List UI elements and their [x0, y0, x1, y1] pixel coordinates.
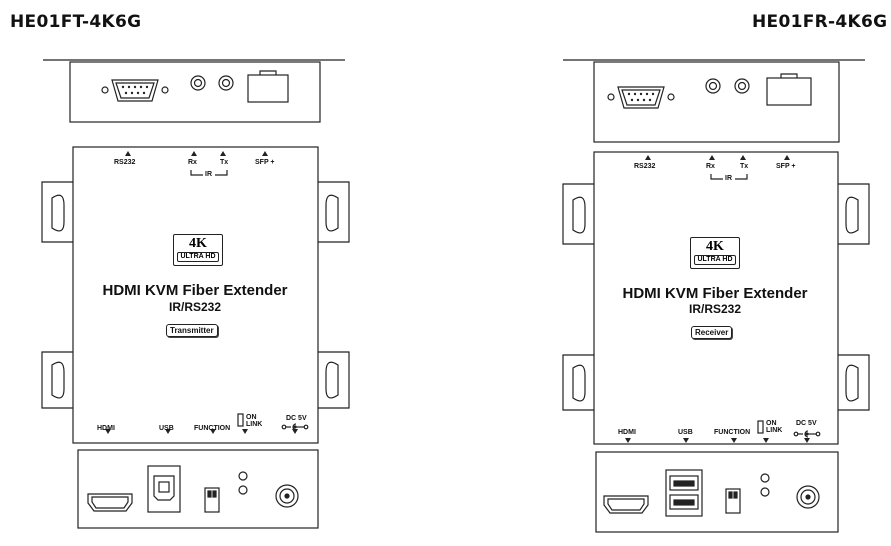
receiver-model-title: HE01FR-4K6G — [752, 12, 888, 32]
led-marker-icon — [763, 438, 769, 443]
rear-panel — [593, 61, 840, 143]
dc-polarity-icon — [281, 423, 309, 431]
link-label: LINK — [246, 421, 263, 428]
led-indicator-symbol — [757, 420, 764, 434]
led-lights-icon — [760, 473, 770, 497]
ir-bracket — [190, 170, 228, 176]
rs232-marker-icon — [125, 151, 131, 156]
receiver-drawing — [562, 59, 870, 533]
hdmi-marker-icon — [625, 438, 631, 443]
ir-label: IR — [725, 175, 732, 182]
hdmi-port-icon — [87, 493, 133, 512]
role-badge: Transmitter — [166, 324, 218, 337]
product-name: HDMI KVM Fiber Extender — [102, 282, 288, 299]
sfp-label: SFP + — [255, 159, 275, 166]
usb-label: USB — [678, 429, 693, 436]
function-marker-icon — [210, 429, 216, 434]
product-subname: IR/RS232 — [168, 300, 222, 314]
dc-marker-icon — [292, 429, 298, 434]
product-subname: IR/RS232 — [688, 302, 742, 316]
device-body — [72, 146, 319, 444]
usb-b-port-icon — [147, 465, 181, 513]
front-panel — [77, 449, 319, 529]
rx-label: Rx — [188, 159, 197, 166]
rx-marker-icon — [191, 151, 197, 156]
hdmi-label: HDMI — [97, 425, 115, 432]
left-bottom-mount-ear — [41, 351, 73, 409]
4k-text: 4K — [189, 236, 207, 251]
4k-ultra-hd-logo: 4K ULTRA HD — [173, 234, 223, 266]
rx-marker-icon — [709, 155, 715, 160]
function-label: FUNCTION — [194, 425, 231, 432]
right-bottom-mount-ear — [318, 351, 350, 409]
sfp-marker-icon — [262, 151, 268, 156]
ir-rx-jack-icon — [705, 78, 721, 94]
transmitter-drawing — [41, 59, 350, 529]
tx-label: Tx — [740, 163, 749, 170]
transmitter-model-title: HE01FT-4K6G — [10, 12, 142, 32]
tx-label: Tx — [220, 159, 229, 166]
left-top-mount-ear — [562, 183, 594, 245]
rs232-label: RS232 — [634, 163, 656, 170]
ir-tx-jack-icon — [218, 75, 234, 91]
led-lights-icon — [238, 471, 248, 495]
rx-label: Rx — [706, 163, 715, 170]
receiver-diagram: RS232 Rx Tx IR SFP + 4K ULTRA HD HDMI KV… — [560, 0, 870, 546]
ultra-hd-text: ULTRA HD — [177, 252, 219, 262]
dc-marker-icon — [804, 438, 810, 443]
rs232-label: RS232 — [114, 159, 136, 166]
rear-panel — [69, 61, 321, 123]
on-label: ON — [766, 420, 777, 427]
ultra-hd-text: ULTRA HD — [694, 255, 736, 265]
hdmi-marker-icon — [105, 429, 111, 434]
4k-text: 4K — [706, 239, 724, 254]
ir-tx-jack-icon — [734, 78, 750, 94]
product-name: HDMI KVM Fiber Extender — [622, 285, 808, 302]
ir-label: IR — [205, 171, 212, 178]
function-switch-icon — [204, 487, 220, 513]
on-label: ON — [246, 414, 257, 421]
role-badge: Receiver — [691, 326, 733, 339]
function-marker-icon — [731, 438, 737, 443]
left-bottom-mount-ear — [562, 354, 594, 411]
rs232-db9-port-icon — [101, 79, 169, 102]
sfp-label: SFP + — [776, 163, 796, 170]
led-marker-icon — [242, 429, 248, 434]
hdmi-label: HDMI — [618, 429, 636, 436]
function-label: FUNCTION — [714, 429, 751, 436]
4k-ultra-hd-logo: 4K ULTRA HD — [690, 237, 740, 269]
usb-a-dual-port-icon — [665, 469, 703, 517]
hdmi-port-icon — [603, 495, 649, 514]
led-indicator-symbol — [237, 413, 244, 427]
device-body — [593, 151, 839, 445]
function-switch-icon — [725, 488, 741, 514]
right-top-mount-ear — [838, 183, 870, 245]
dc-power-jack-icon — [796, 485, 820, 509]
rs232-marker-icon — [645, 155, 651, 160]
dc-label: DC 5V — [286, 415, 307, 422]
transmitter-diagram: RS232 Rx Tx IR SFP + 4K ULTRA HD HDMI KV… — [40, 0, 350, 546]
usb-marker-icon — [165, 429, 171, 434]
usb-label: USB — [159, 425, 174, 432]
sfp-port-icon — [247, 70, 289, 103]
dc-power-jack-icon — [275, 484, 299, 508]
dc-label: DC 5V — [796, 420, 817, 427]
sfp-marker-icon — [784, 155, 790, 160]
link-label: LINK — [766, 427, 783, 434]
dc-polarity-icon — [793, 430, 821, 438]
tx-marker-icon — [220, 151, 226, 156]
sfp-port-icon — [766, 73, 812, 106]
left-top-mount-ear — [41, 181, 73, 243]
tx-marker-icon — [740, 155, 746, 160]
front-panel — [595, 451, 839, 533]
usb-marker-icon — [683, 438, 689, 443]
ir-rx-jack-icon — [190, 75, 206, 91]
right-bottom-mount-ear — [838, 354, 870, 411]
right-top-mount-ear — [318, 181, 350, 243]
rs232-db9-port-icon — [607, 86, 675, 109]
ir-bracket — [710, 174, 748, 180]
